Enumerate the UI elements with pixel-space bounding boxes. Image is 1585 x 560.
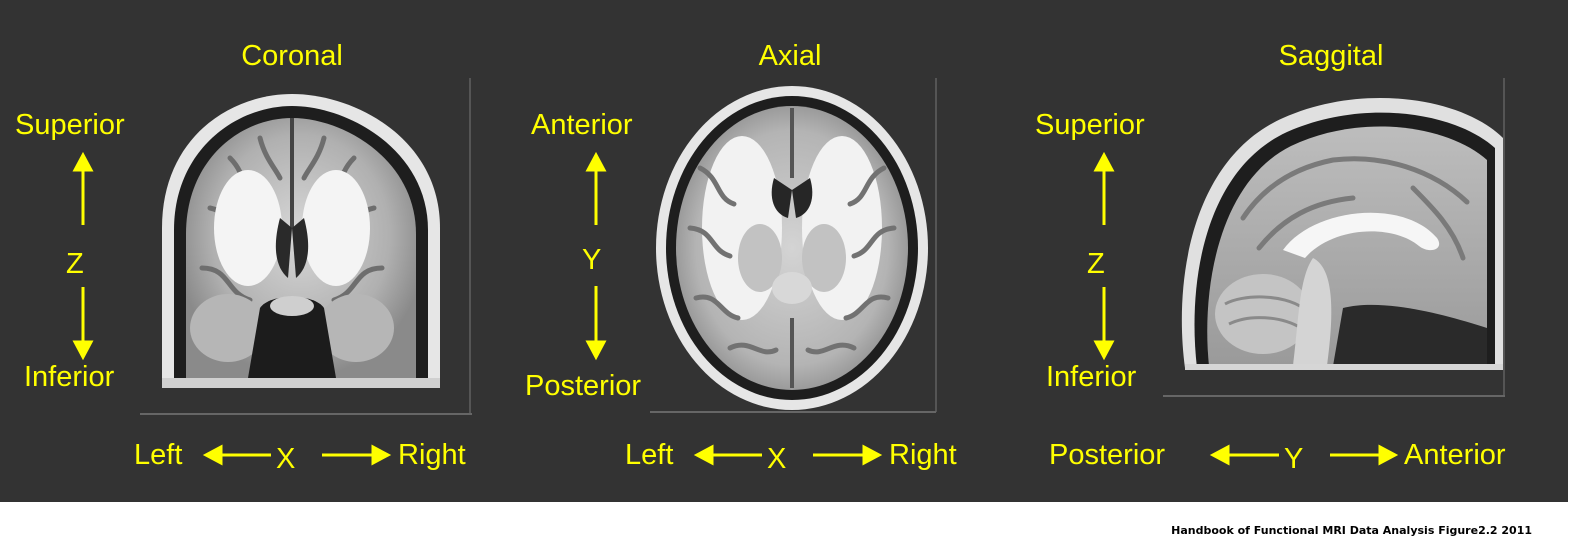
arrow-up-head xyxy=(585,151,607,172)
figure-panel: Coronal xyxy=(0,0,1568,502)
coronal-view: Coronal xyxy=(0,0,500,502)
horizontal-axis-letter: Y xyxy=(1284,443,1304,475)
horizontal-axis-letter: X xyxy=(767,443,787,475)
right-direction-label: Right xyxy=(398,439,466,471)
arrow-right-head xyxy=(371,444,392,466)
arrow-left-head xyxy=(693,444,714,466)
view-title: Coronal xyxy=(241,40,343,72)
figure-caption: Handbook of Functional MRI Data Analysis… xyxy=(1171,524,1532,537)
axial-brain-image xyxy=(650,78,937,413)
vertical-axis-letter: Z xyxy=(66,248,84,280)
arrow-down-head xyxy=(585,340,607,361)
arrow-right-head xyxy=(862,444,883,466)
top-direction-label: Anterior xyxy=(531,109,633,141)
arrow-down-head xyxy=(72,340,94,361)
top-direction-label: Superior xyxy=(15,109,125,141)
arrow-left-head xyxy=(1209,444,1230,466)
bottom-direction-label: Inferior xyxy=(1046,361,1137,393)
bottom-direction-label: Inferior xyxy=(24,361,115,393)
arrow-up-head xyxy=(1093,151,1115,172)
axial-view: Axial xyxy=(500,0,1020,502)
bottom-direction-label: Posterior xyxy=(525,370,642,402)
arrow-down-head xyxy=(1093,340,1115,361)
left-direction-label: Left xyxy=(625,439,674,471)
left-direction-label: Left xyxy=(134,439,183,471)
view-title: Axial xyxy=(758,40,822,72)
saggital-brain-image xyxy=(1163,78,1505,397)
view-title: Saggital xyxy=(1278,40,1384,72)
coronal-brain-image xyxy=(140,78,472,415)
top-direction-label: Superior xyxy=(1035,109,1145,141)
vertical-axis-letter: Y xyxy=(582,244,602,276)
arrow-right-head xyxy=(1378,444,1399,466)
saggital-view: Saggital xyxy=(1020,0,1568,502)
horizontal-axis-letter: X xyxy=(276,443,296,475)
right-direction-label: Right xyxy=(889,439,957,471)
arrow-left-head xyxy=(202,444,223,466)
arrow-up-head xyxy=(72,151,94,172)
right-direction-label: Anterior xyxy=(1404,439,1506,471)
vertical-axis-letter: Z xyxy=(1087,248,1105,280)
left-direction-label: Posterior xyxy=(1049,439,1166,471)
